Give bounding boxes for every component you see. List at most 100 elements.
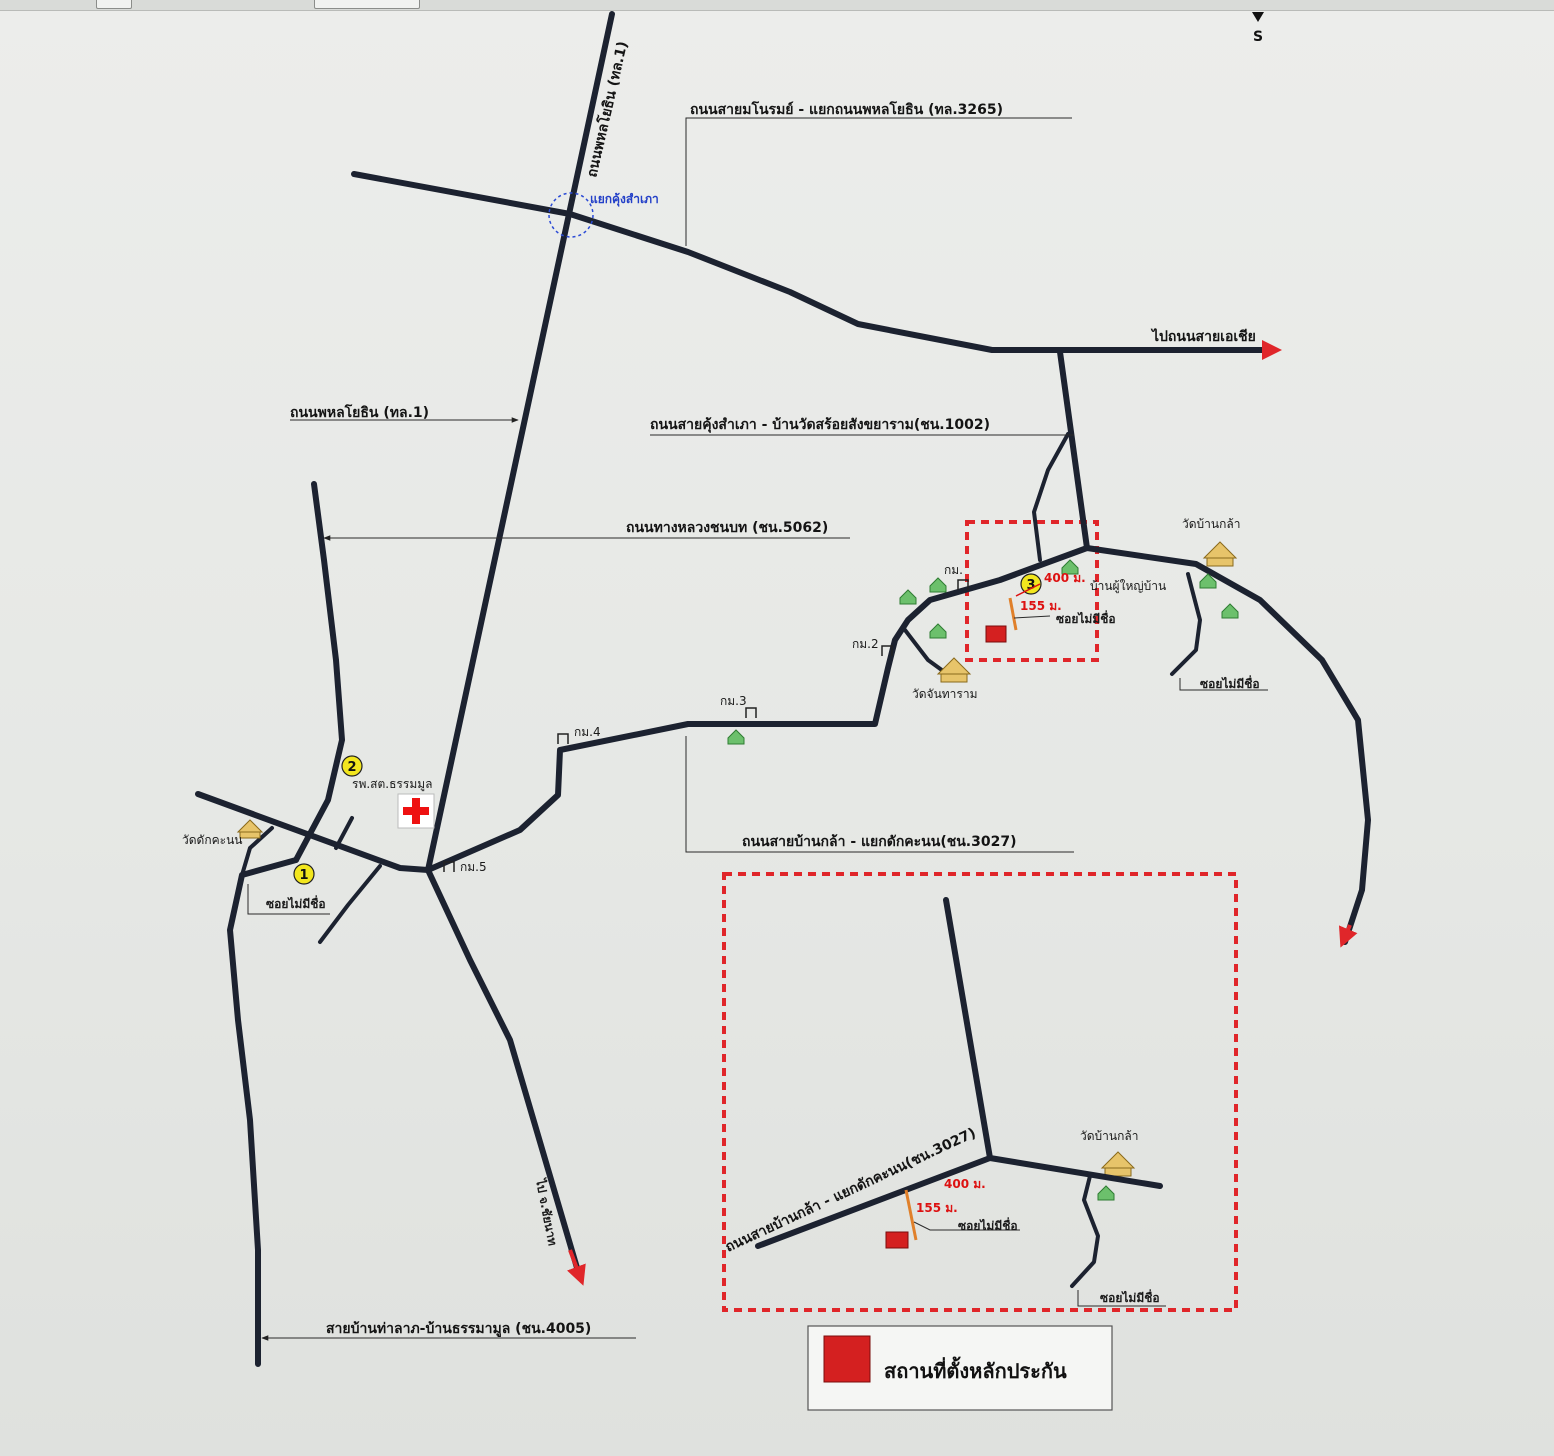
km-post-icon	[881, 645, 893, 656]
legend-swatch	[823, 1335, 871, 1383]
app-toolbar-strip	[0, 0, 1554, 11]
north-arrow-icon	[1252, 12, 1264, 22]
point-marker-3-label: 3	[1026, 578, 1035, 593]
temples: วัดบ้านกล้า วัดจันทาราม วัดดักคะนน วัดบ้…	[182, 517, 1240, 1177]
label-wat-dak: วัดดักคะนน	[182, 833, 242, 847]
road-south-spur	[318, 864, 382, 944]
label-to-chainat: ไป จ.ชัยนาท	[533, 1176, 561, 1247]
road-phahonyothin	[425, 11, 615, 1281]
house-icon	[1221, 603, 1239, 619]
road-khung-samphao	[1057, 349, 1090, 551]
red-cross-icon	[403, 798, 429, 824]
house-icon	[727, 729, 745, 745]
distance-400: 400 ม.	[1044, 571, 1086, 585]
hospital-label: รพ.สต.ธรรมมูล	[352, 777, 433, 792]
leader-soi-1	[247, 884, 330, 915]
km-2-label: กม.2	[852, 637, 879, 651]
point-marker-3	[1020, 573, 1042, 595]
toolbar-button[interactable]	[314, 0, 420, 9]
road-short-spur	[334, 816, 354, 850]
arrow-east-end	[1338, 924, 1358, 948]
site-marker	[985, 625, 1007, 643]
label-khung-samphao: ถนนสายคุ้งสำเภา - บ้านวัดสร้อยสังขยาราม(…	[650, 417, 990, 433]
label-wat-ban-klam: วัดบ้านกล้า	[1182, 517, 1240, 531]
label-soi-3: ซอยไม่มีชื่อ	[1200, 675, 1260, 691]
label-phahonyothin: ถนนพหลโยธิน (ทล.1)	[290, 403, 429, 421]
road-branch-north	[1032, 432, 1070, 562]
road-soi-east	[1170, 572, 1202, 676]
house-icon	[1199, 573, 1217, 589]
road-thang-luang	[293, 481, 345, 863]
inset-road-label: ถนนสายบ้านกล้า - แยกดักคะนน(ชน.3027)	[723, 1125, 979, 1256]
junction-label: แยกคุ้งสำเภา	[590, 192, 659, 207]
label-soi-1: ซอยไม่มีชื่อ	[266, 895, 326, 911]
km-4-label: กม.4	[574, 725, 601, 739]
inset-road-soi	[1070, 1174, 1100, 1288]
inset-site-marker	[885, 1231, 909, 1249]
km-post-icon	[443, 861, 455, 872]
point-marker-2-label: 2	[347, 760, 356, 775]
inset-road-north	[943, 897, 1163, 1189]
inset-distance-400: 400 ม.	[944, 1177, 986, 1191]
road-sayam	[351, 171, 1265, 353]
compass-marker: S	[1252, 12, 1264, 45]
inset-road-main	[755, 1155, 993, 1249]
point-markers: 2 1 3	[293, 573, 1042, 885]
km-post-icon	[957, 579, 969, 590]
inset-map-frame	[722, 872, 1238, 1312]
leader-soi-3	[1179, 678, 1268, 691]
temple-icon	[1100, 1151, 1136, 1177]
temple-icon	[1202, 541, 1238, 567]
km-1-label: กม.	[944, 563, 963, 577]
house-icon	[1061, 559, 1079, 575]
house-icon	[929, 623, 947, 639]
leader-sayam	[685, 117, 1072, 246]
point-marker-1-label: 1	[299, 868, 308, 883]
km-post-icon	[745, 707, 757, 718]
hospital: รพ.สต.ธรรมมูล	[352, 777, 435, 829]
inset-leader-soi-2	[1077, 1290, 1166, 1307]
inset-label-soi-2: ซอยไม่มีชื่อ	[1100, 1289, 1160, 1305]
road-west	[195, 791, 431, 873]
inset-map: 400 ม. 155 ม. ซอยไม่มีชื่อ ซอยไม่มีชื่อ …	[723, 897, 1166, 1307]
km-5-label: กม.5	[460, 860, 487, 874]
label-thang-luang: ถนนทางหลวงชนบท (ชน.5062)	[626, 520, 828, 536]
road-network	[195, 11, 1371, 1367]
km-3-label: กม.3	[720, 694, 747, 708]
point-marker-2	[341, 755, 363, 777]
arrow-to-chainat	[567, 1249, 586, 1286]
label-tha-lat: สายบ้านท่าลาภ-บ้านธรรมามูล (ชน.4005)	[326, 1321, 591, 1337]
site-detail: 400 ม. 155 ม.	[985, 571, 1086, 643]
leader-site	[1013, 615, 1051, 619]
label-ban-klam: ถนนสายบ้านกล้า - แยกดักคะนน(ชน.3027)	[742, 834, 1016, 850]
legend-label: สถานที่ตั้งหลักประกัน	[884, 1356, 1067, 1383]
toolbar-button[interactable]	[96, 0, 132, 9]
label-sayam-road: ถนนสายมโนรมย์ - แยกถนนพหลโยธิน (ทล.3265)	[690, 100, 1003, 118]
distance-arrow	[1015, 583, 1041, 597]
label-soi-2: ซอยไม่มีชื่อ	[1056, 610, 1116, 626]
distance-bar	[1008, 597, 1018, 631]
house-icon	[929, 577, 947, 593]
inset-label-soi-1: ซอยไม่มีชื่อ	[958, 1217, 1018, 1233]
inset-distance-155: 155 ม.	[916, 1201, 958, 1215]
house-icon	[1097, 1185, 1115, 1201]
inset-leader-soi	[913, 1221, 1020, 1231]
label-to-asia: ไปถนนสายเอเชีย	[1150, 327, 1256, 345]
distance-155: 155 ม.	[1020, 599, 1062, 613]
leader-ban-klam	[685, 736, 1074, 853]
road-labels: ถนนพหลโยธิน (ทล.1) ถนนสายมโนรมย์ - แยกถน…	[261, 39, 1256, 1341]
house-icon	[899, 589, 917, 605]
road-ban-klam-east	[1084, 545, 1371, 945]
road-ban-klam	[425, 545, 1090, 873]
road-wat-dak-spur	[240, 826, 274, 877]
km-markers: กม. กม.2 กม.3 กม.4 กม.5	[443, 563, 969, 874]
legend: สถานที่ตั้งหลักประกัน	[807, 1325, 1113, 1411]
label-ban-phu-yai: บ้านผู้ใหญ่บ้าน	[1090, 579, 1166, 594]
temple-icon	[936, 657, 972, 683]
point-marker-1	[293, 863, 315, 885]
label-wat-chan: วัดจันทาราม	[912, 687, 978, 701]
road-tha-lat	[227, 857, 299, 1367]
soi-labels: ซอยไม่มีชื่อ ซอยไม่มีชื่อ ซอยไม่มีชื่อ	[247, 610, 1268, 915]
